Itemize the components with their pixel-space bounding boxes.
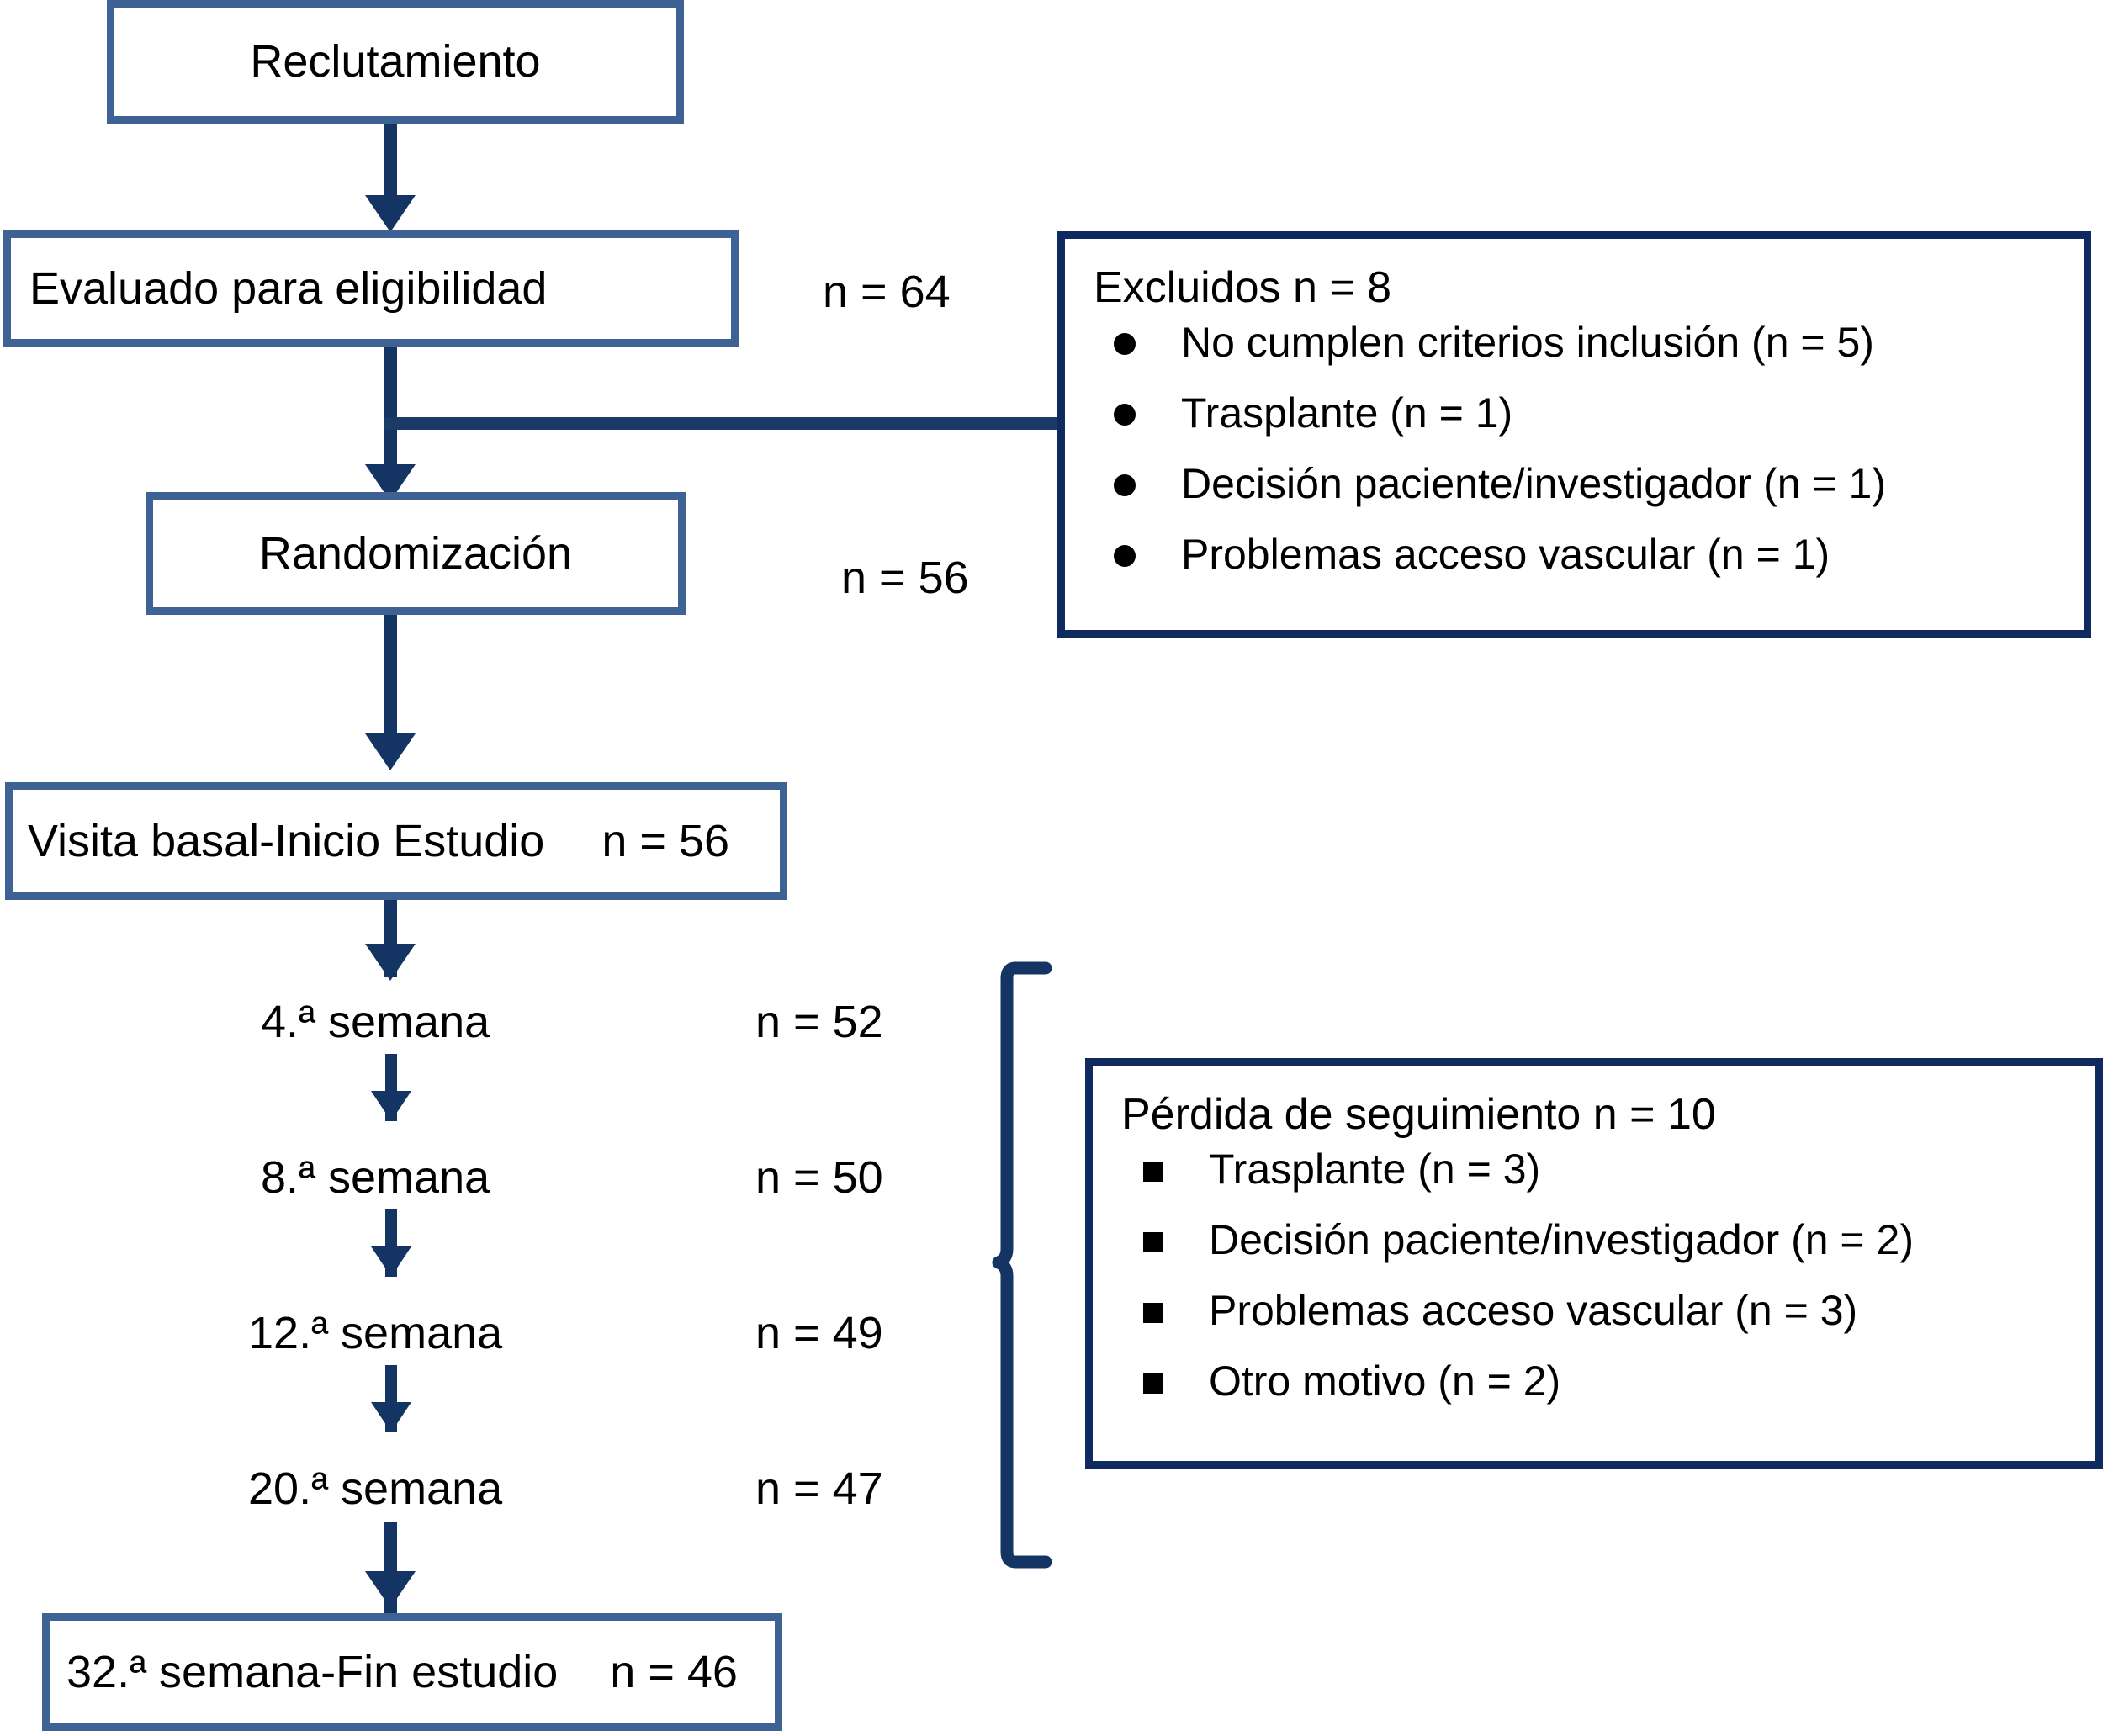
visit-label-3: 12.ª semana <box>248 1310 502 1356</box>
connector-evaluado-randomizacion <box>384 347 397 478</box>
node-reclutamiento: Reclutamiento <box>107 0 684 124</box>
connector-branch-excluidos <box>384 417 1067 430</box>
list-item: Otro motivo (n = 2) <box>1118 1360 2074 1402</box>
visit-count-1: n = 52 <box>755 997 883 1047</box>
count-evaluado-eligibilidad: n = 64 <box>823 267 951 317</box>
visit-label-4-text: 20.ª semana <box>248 1463 503 1514</box>
connector-reclutamiento-evaluado <box>384 124 397 199</box>
node-evaluado-eligibilidad: Evaluado para eligibilidad <box>3 230 739 347</box>
list-item: Decisión paciente/investigador (n = 2) <box>1118 1219 2074 1261</box>
visit-label-2-text: 8.ª semana <box>261 1152 490 1203</box>
node-fin-estudio-count: n = 46 <box>610 1646 738 1697</box>
node-reclutamiento-label: Reclutamiento <box>250 36 541 87</box>
visit-label-4: 20.ª semana <box>248 1466 502 1511</box>
arrowhead-semana12-semana20 <box>371 1402 411 1432</box>
callout-perdida-seguimiento-list: Trasplante (n = 3) Decisión paciente/inv… <box>1118 1148 2074 1402</box>
connector-randomizacion-visita-basal <box>384 615 397 738</box>
node-fin-estudio-label: 32.ª semana-Fin estudio <box>66 1646 559 1697</box>
count-randomizacion: n = 56 <box>841 553 969 603</box>
visit-label-1: 4.ª semana <box>261 999 490 1045</box>
node-visita-basal-count: n = 56 <box>601 815 729 866</box>
grouping-brace <box>992 961 1052 1569</box>
node-randomizacion-label: Randomización <box>258 527 573 579</box>
list-item: Decisión paciente/investigador (n = 1) <box>1090 463 2062 505</box>
arrowhead-reclutamiento-evaluado <box>365 195 416 232</box>
arrowhead-semana20-final <box>365 1571 416 1608</box>
visit-count-3: n = 49 <box>755 1308 883 1358</box>
list-item: Trasplante (n = 3) <box>1118 1148 2074 1190</box>
list-item: Trasplante (n = 1) <box>1090 392 2062 434</box>
list-item: No cumplen criterios inclusión (n = 5) <box>1090 321 2062 363</box>
node-visita-basal: Visita basal-Inicio Estudio n = 56 <box>5 782 787 900</box>
node-fin-estudio: 32.ª semana-Fin estudio n = 46 <box>42 1613 782 1731</box>
callout-perdida-seguimiento-title: Pérdida de seguimiento n = 10 <box>1121 1090 1716 1139</box>
arrowhead-randomizacion-visita-basal <box>365 733 416 770</box>
callout-perdida-seguimiento: Pérdida de seguimiento n = 10 Trasplante… <box>1085 1058 2103 1469</box>
callout-excluidos-list: No cumplen criterios inclusión (n = 5) T… <box>1090 321 2062 575</box>
arrowhead-visita-basal-semana4 <box>365 944 416 981</box>
list-item: Problemas acceso vascular (n = 3) <box>1118 1289 2074 1331</box>
visit-label-2: 8.ª semana <box>261 1155 490 1200</box>
list-item: Problemas acceso vascular (n = 1) <box>1090 533 2062 575</box>
visit-label-3-text: 12.ª semana <box>248 1308 503 1358</box>
visit-count-4: n = 47 <box>755 1463 883 1514</box>
node-randomizacion: Randomización <box>146 492 686 615</box>
node-evaluado-eligibilidad-label: Evaluado para eligibilidad <box>29 262 548 314</box>
callout-excluidos-title: Excluidos n = 8 <box>1094 263 1392 312</box>
node-visita-basal-label: Visita basal-Inicio Estudio <box>28 815 545 866</box>
arrowhead-semana8-semana12 <box>371 1246 411 1277</box>
visit-label-1-text: 4.ª semana <box>261 997 490 1047</box>
arrowhead-semana4-semana8 <box>371 1091 411 1121</box>
callout-excluidos: Excluidos n = 8 No cumplen criterios inc… <box>1057 231 2091 638</box>
visit-count-2: n = 50 <box>755 1152 883 1203</box>
